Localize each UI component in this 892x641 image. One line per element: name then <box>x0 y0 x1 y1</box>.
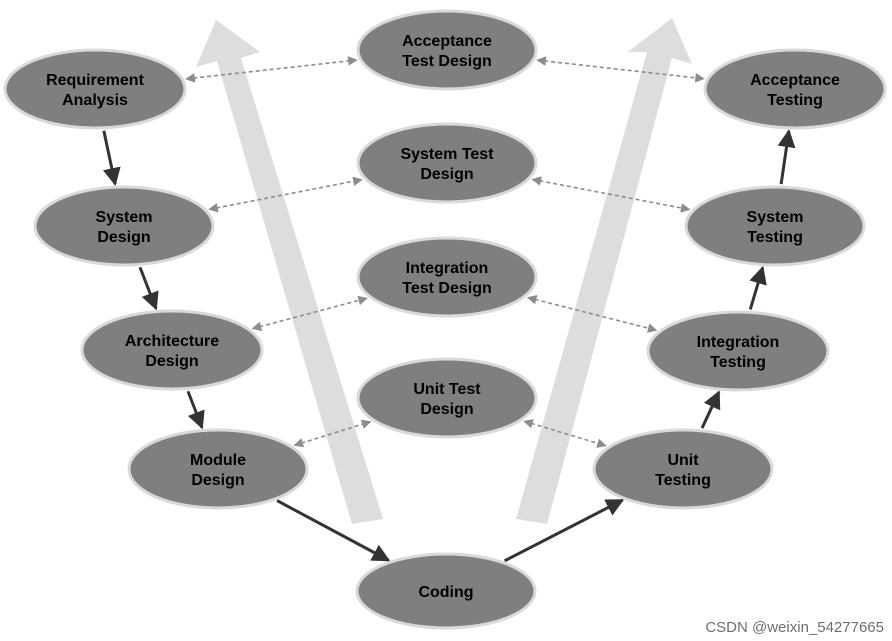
link-systd-systest <box>531 176 691 213</box>
node-shape <box>703 48 887 130</box>
link-sysd-systd <box>208 176 363 213</box>
node-label: Design <box>420 401 473 418</box>
right-upward-big-arrow <box>516 18 692 524</box>
node-label: Acceptance <box>750 72 840 89</box>
link-acctd-acc <box>536 56 705 83</box>
node-label: Testing <box>710 354 766 371</box>
node-shape <box>356 357 538 439</box>
node-label: System Test <box>400 146 494 163</box>
node-label: Analysis <box>62 92 128 109</box>
left-upward-big-arrow <box>196 20 383 524</box>
node-shape <box>355 552 537 630</box>
link-unittd-unit <box>523 419 607 448</box>
node-shape <box>3 48 187 130</box>
flow-unit-integ <box>700 390 721 429</box>
link-req-acctd <box>185 56 358 83</box>
node-label: System <box>96 209 153 226</box>
node-shape <box>127 428 309 510</box>
process-nodes: RequirementAnalysisSystemDesignArchitect… <box>3 9 887 630</box>
node-label: Integration <box>406 260 489 277</box>
node-label: Testing <box>767 92 823 109</box>
flow-systest-acc <box>777 129 796 185</box>
node-label: Integration <box>697 334 780 351</box>
watermark: CSDN @weixin_54277665 <box>705 619 884 636</box>
node-label: Testing <box>747 229 803 246</box>
node-shape <box>33 185 215 267</box>
flow-coding-unit <box>503 498 625 563</box>
flow-integ-systest <box>748 265 767 310</box>
node-label: Design <box>191 472 244 489</box>
flow-req-sysd <box>102 130 121 186</box>
node-shape <box>356 9 538 91</box>
process-flow-edges <box>102 129 796 563</box>
node-label: Module <box>190 452 246 469</box>
test-design-links <box>185 56 705 448</box>
node-label: Unit <box>667 452 699 469</box>
node-label: Architecture <box>125 333 219 350</box>
node-shape <box>356 122 538 204</box>
flow-arch-mod <box>186 390 205 430</box>
node-shape <box>356 236 538 318</box>
node-label: Test Design <box>402 53 492 70</box>
flow-sysd-arch <box>138 266 159 311</box>
node-label: Testing <box>655 472 711 489</box>
node-label: Acceptance <box>402 33 492 50</box>
node-shape <box>684 185 866 267</box>
node-label: Design <box>420 166 473 183</box>
link-arch-inttd <box>251 295 368 332</box>
link-mod-unittd <box>293 419 372 448</box>
node-label: Unit Test <box>413 381 481 398</box>
node-label: System <box>747 209 804 226</box>
node-coding: Coding <box>355 552 537 630</box>
flow-mod-coding <box>276 499 391 562</box>
node-label: Design <box>145 353 198 370</box>
link-inttd-integ <box>526 295 658 333</box>
node-label: Coding <box>418 584 473 601</box>
node-shape <box>80 309 264 391</box>
node-label: Requirement <box>46 72 144 89</box>
node-label: Test Design <box>402 280 492 297</box>
node-label: Design <box>97 229 150 246</box>
node-shape <box>646 310 830 392</box>
node-shape <box>592 428 774 510</box>
